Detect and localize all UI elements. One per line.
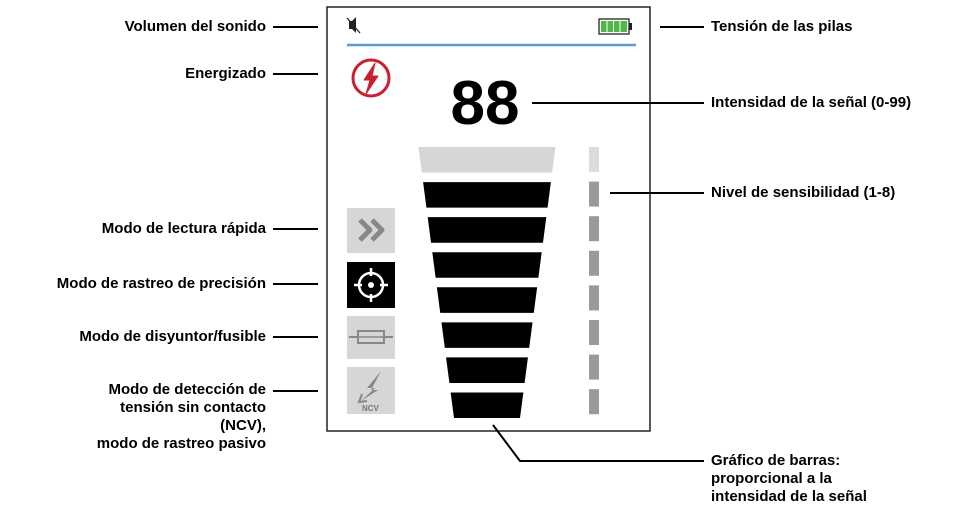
signal-strength-value: 88 — [450, 69, 520, 138]
signal-bar — [418, 147, 556, 173]
sensitivity-bar — [589, 354, 599, 380]
sensitivity-bar — [589, 285, 599, 311]
battery-icon — [598, 18, 632, 35]
signal-bar-graph — [418, 147, 556, 418]
label-intensidad: Intensidad de la señal (0-99) — [711, 94, 912, 111]
battery-cell — [620, 21, 627, 32]
signal-bar — [436, 287, 538, 313]
label-volumen: Volumen del sonido — [124, 18, 266, 35]
signal-bar — [427, 217, 547, 243]
label-sensibilidad: Nivel de sensibilidad (1-8) — [711, 184, 896, 201]
sensitivity-bar — [589, 250, 599, 276]
leader-lines — [273, 26, 704, 462]
battery-cell — [614, 21, 620, 32]
label-ncv-line: (NCV), — [220, 417, 266, 434]
fuse-icon — [347, 316, 395, 359]
ncv-lightning-icon: NCV — [347, 367, 395, 414]
label-rastreo-precision: Modo de rastreo de precisión — [56, 275, 266, 292]
label-disyuntor: Modo de disyuntor/fusible — [79, 328, 266, 345]
label-grafico: Gráfico de barras: proporcional a la int… — [711, 452, 867, 506]
sensitivity-bar — [589, 147, 599, 172]
signal-bar — [432, 252, 542, 278]
label-grafico-line: proporcional a la — [711, 470, 832, 487]
label-pilas: Tensión de las pilas — [711, 18, 853, 35]
signal-bar — [450, 392, 524, 418]
label-energizado: Energizado — [185, 65, 266, 82]
sensitivity-bar — [589, 216, 599, 242]
lightning-circle-icon — [351, 58, 391, 98]
leader-grafico — [492, 424, 704, 462]
sensitivity-bar — [589, 320, 599, 345]
label-grafico-line: intensidad de la señal — [711, 488, 867, 505]
label-ncv-line: tensión sin contacto — [120, 399, 266, 416]
double-chevron-icon — [347, 208, 395, 253]
label-grafico-line: Gráfico de barras: — [711, 452, 841, 469]
sensitivity-bar-graph — [589, 147, 599, 415]
label-lectura-rapida: Modo de lectura rápida — [101, 220, 266, 237]
signal-bar — [446, 357, 528, 383]
ncv-icon-label: NCV — [362, 404, 380, 413]
speaker-muted-icon — [346, 17, 361, 34]
sensitivity-bar — [589, 389, 599, 415]
crosshair-icon — [347, 262, 395, 308]
label-ncv-line: modo de rastreo pasivo — [96, 435, 266, 452]
label-ncv: Modo de detección de tensión sin contact… — [97, 381, 266, 453]
battery-cell — [607, 21, 613, 32]
sensitivity-bar — [589, 181, 599, 207]
battery-cell — [601, 21, 607, 32]
signal-bar — [441, 322, 533, 348]
signal-bar — [423, 182, 551, 208]
label-ncv-line: Modo de detección de — [108, 381, 266, 398]
